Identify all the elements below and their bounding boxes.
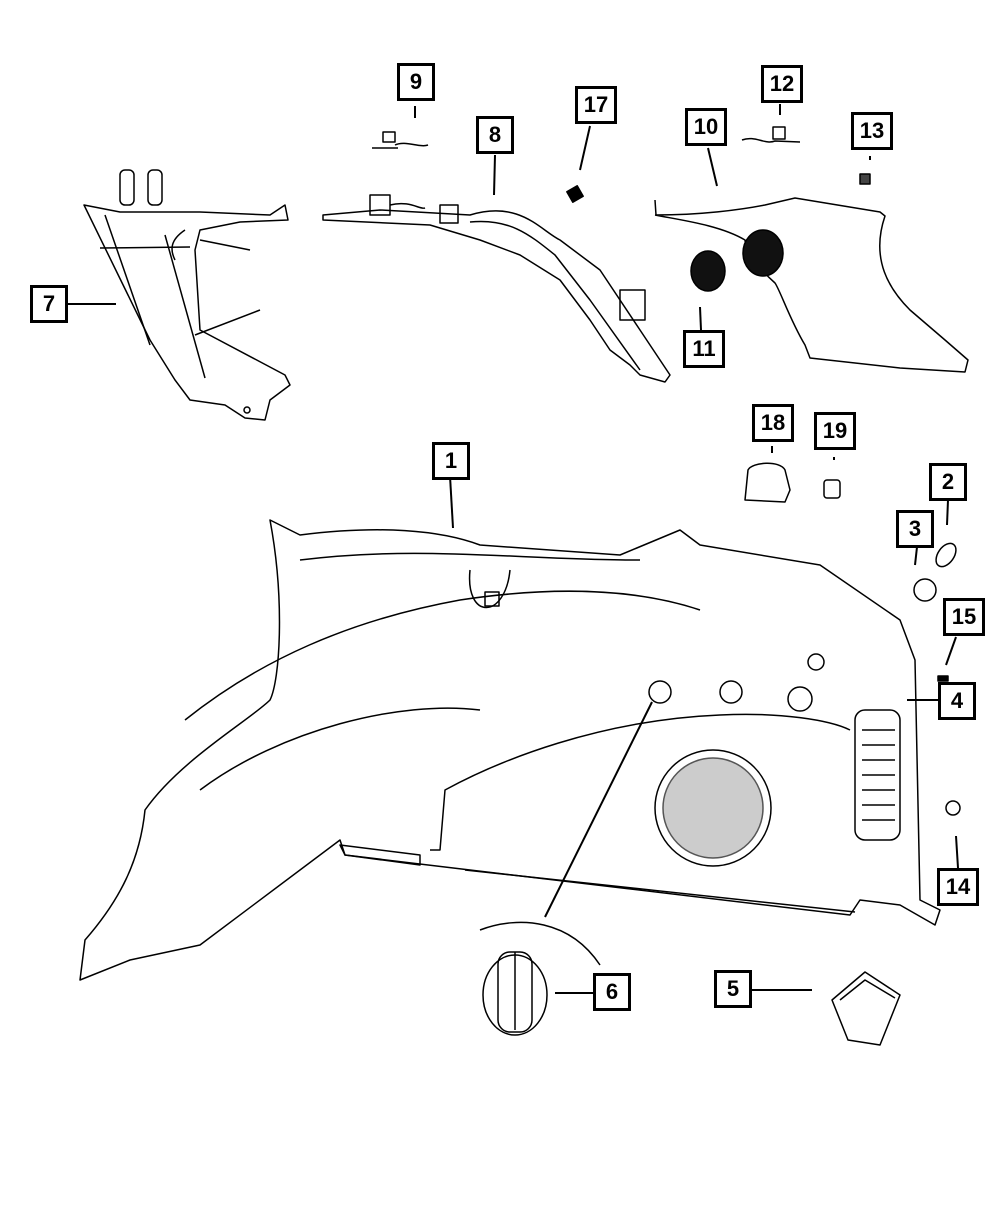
callout-17: 17	[575, 86, 617, 124]
part-3-retainer	[913, 578, 937, 602]
callout-3: 3	[896, 510, 934, 548]
part-15-clip	[937, 675, 949, 682]
part-2-fastener	[935, 542, 957, 568]
callout-7: 7	[30, 285, 68, 323]
callout-15: 15	[943, 598, 985, 636]
part-19-switch	[823, 479, 841, 499]
callout-12: 12	[761, 65, 803, 103]
callout-6: 6	[593, 973, 631, 1011]
callout-14: 14	[937, 868, 979, 906]
leader-lines	[68, 104, 959, 994]
part-12-clip	[741, 126, 801, 143]
part-10-d-pillar-trim	[654, 197, 969, 373]
part-6-tie-down-cover	[479, 921, 601, 1036]
callout-5: 5	[714, 970, 752, 1008]
callout-9: 9	[397, 63, 435, 101]
part-13-clip	[859, 173, 871, 185]
callout-4: 4	[938, 682, 976, 720]
callout-13: 13	[851, 112, 893, 150]
part-14-plug	[945, 800, 961, 816]
part-1-quarter-trim-panel	[79, 519, 941, 981]
part-17-clip	[566, 185, 584, 203]
callout-2: 2	[929, 463, 967, 501]
callout-1: 1	[432, 442, 470, 480]
callout-19: 19	[814, 412, 856, 450]
part-7-c-pillar-trim	[83, 169, 291, 421]
part-18-cover	[744, 462, 791, 503]
part-5-storage-bin	[831, 971, 901, 1046]
part-9-clip	[372, 131, 429, 149]
callout-18: 18	[752, 404, 794, 442]
callout-10: 10	[685, 108, 727, 146]
part-8-upper-trim	[322, 194, 671, 383]
callout-11: 11	[683, 330, 725, 368]
callout-8: 8	[476, 116, 514, 154]
